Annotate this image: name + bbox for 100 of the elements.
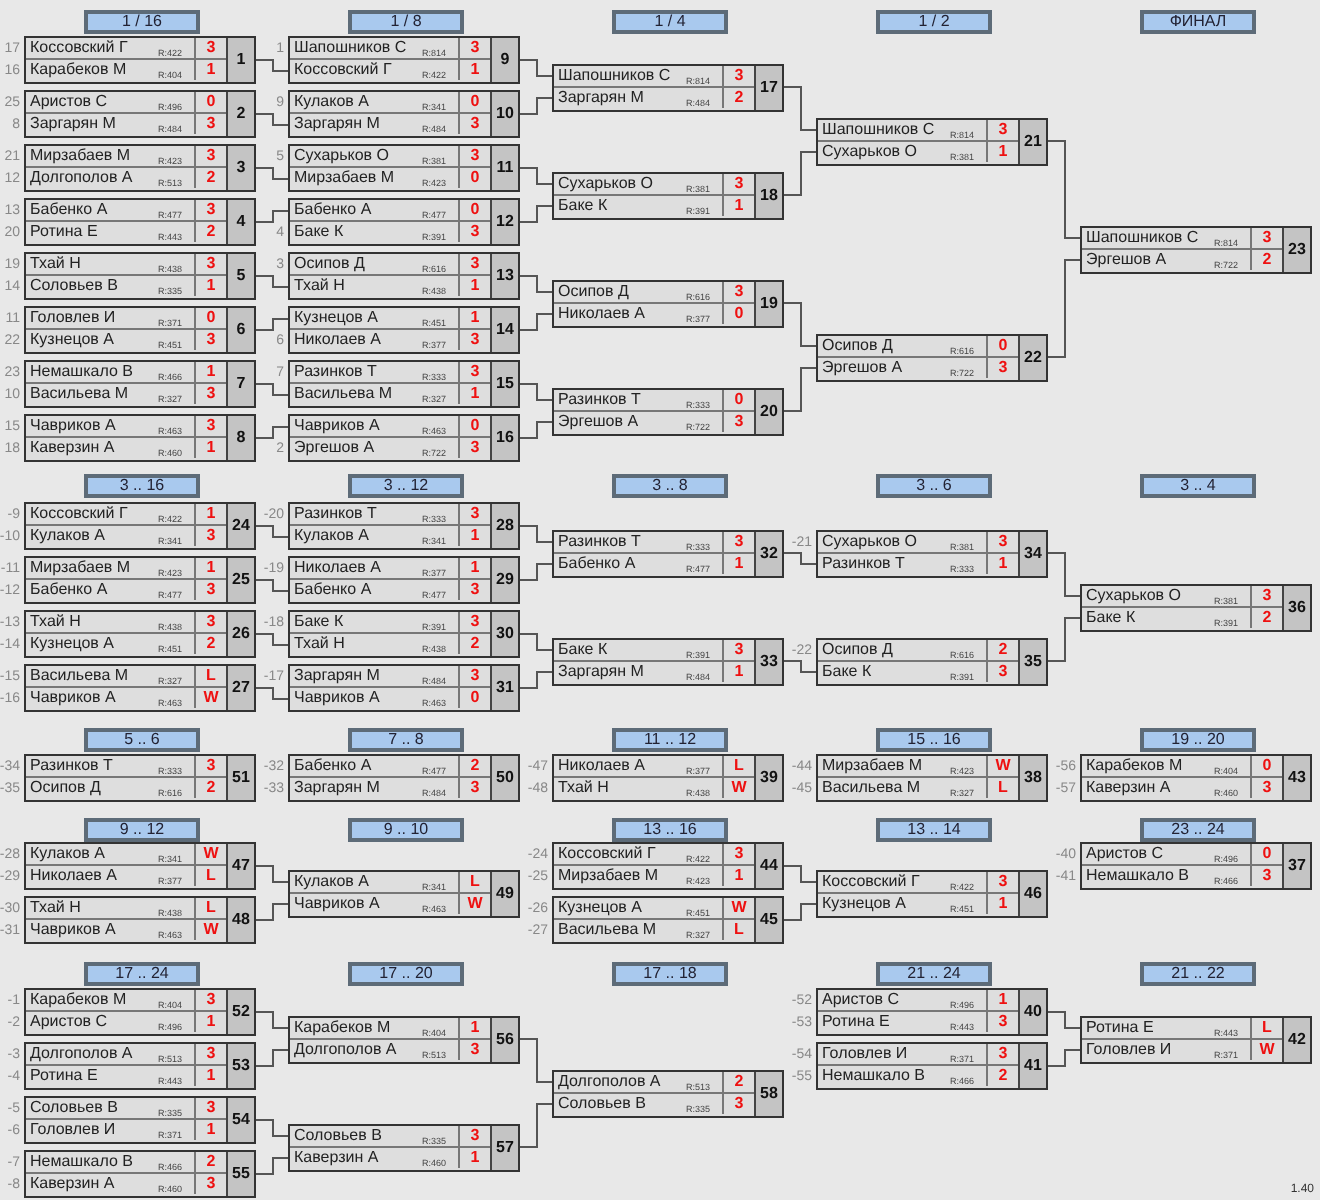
- match-box: [552, 63, 784, 111]
- player-row: [554, 65, 754, 87]
- score-text: 3: [194, 146, 226, 166]
- player-name: Долгополов А: [30, 1044, 133, 1064]
- bracket-line: [519, 1103, 554, 1148]
- match-number: 11: [490, 146, 518, 190]
- player-name: Мирзабаев М: [30, 146, 131, 166]
- player-row: [818, 119, 1018, 141]
- score-text: 3: [194, 990, 226, 1010]
- player-name: Кузнецов А: [558, 898, 642, 918]
- player-row: [554, 303, 754, 325]
- player-row: [554, 195, 754, 217]
- player-name: Баке К: [294, 222, 344, 242]
- player-name: Тхай Н: [558, 778, 609, 798]
- score-text: 3: [722, 65, 754, 85]
- player-row: [554, 173, 754, 195]
- score-text: 3: [722, 531, 754, 551]
- player-row: [554, 87, 754, 109]
- match-number: 23: [1282, 227, 1310, 271]
- score-text: 3: [458, 612, 490, 632]
- match-number: 40: [1018, 990, 1046, 1034]
- match-box: [552, 279, 784, 327]
- score-text: 0: [194, 92, 226, 112]
- score-text: 3: [458, 254, 490, 274]
- match-number: 12: [490, 200, 518, 244]
- player-row: [1082, 1017, 1282, 1039]
- player-name: Кузнецов А: [30, 330, 114, 350]
- player-name: Тхай Н: [294, 276, 345, 296]
- score-text: 3: [1250, 585, 1282, 605]
- player-name: Заргарян М: [558, 87, 644, 107]
- player-name: Васильева М: [558, 920, 657, 940]
- player-name: Васильева М: [294, 384, 393, 404]
- bracket-line: [783, 660, 818, 673]
- score-text: 3: [986, 119, 1018, 139]
- bracket-line: [783, 302, 818, 347]
- player-name: Осипов Д: [822, 335, 893, 355]
- player-row: [1082, 249, 1282, 271]
- bracket-line: [255, 426, 290, 439]
- score-text: 1: [458, 384, 490, 404]
- round-header: 17 .. 20: [348, 962, 464, 986]
- player-row: [554, 281, 754, 303]
- player-row: [290, 526, 490, 548]
- bracket-line: [519, 275, 554, 293]
- player-row: [290, 200, 490, 222]
- bracket-line: [255, 1119, 290, 1137]
- match-number: 37: [1282, 844, 1310, 888]
- bracket-line: [783, 151, 818, 196]
- score-text: 1: [458, 308, 490, 328]
- score-text: 3: [458, 1125, 490, 1145]
- round-header: 21 .. 24: [876, 962, 992, 986]
- score-text: 2: [986, 639, 1018, 659]
- player-row: [554, 411, 754, 433]
- player-name: Николаев А: [294, 558, 381, 578]
- match-box: [552, 1069, 784, 1117]
- score-text: L: [986, 778, 1018, 798]
- player-name: Бабенко А: [30, 200, 108, 220]
- player-name: Заргарян М: [30, 114, 116, 134]
- round-header: 3 .. 6: [876, 474, 992, 498]
- match-number: 46: [1018, 871, 1046, 915]
- score-text: 3: [194, 526, 226, 546]
- player-row: [290, 384, 490, 406]
- score-text: W: [722, 778, 754, 798]
- bracket-line: [519, 97, 554, 115]
- score-text: 3: [458, 438, 490, 458]
- player-name: Мирзабаев М: [294, 168, 395, 188]
- score-text: 1: [458, 276, 490, 296]
- score-text: 1: [986, 141, 1018, 161]
- score-text: 1: [986, 553, 1018, 573]
- player-name: Кулаков А: [294, 526, 369, 546]
- score-text: W: [458, 893, 490, 913]
- player-name: Сухарьков О: [294, 146, 389, 166]
- player-name: Кулаков А: [30, 844, 105, 864]
- bracket-line: [519, 59, 554, 77]
- player-name: Соловьев В: [294, 1125, 382, 1145]
- score-text: 3: [722, 844, 754, 864]
- score-text: L: [722, 920, 754, 940]
- bracket-line: [519, 563, 554, 581]
- match-number: 52: [226, 990, 254, 1034]
- match-box: [816, 117, 1048, 165]
- score-text: 3: [722, 639, 754, 659]
- player-row: [554, 389, 754, 411]
- score-text: 1: [194, 558, 226, 578]
- player-name: Головлев И: [30, 308, 116, 328]
- match-number: 50: [490, 756, 518, 800]
- bracket-line: [519, 525, 554, 543]
- score-text: 3: [458, 222, 490, 242]
- score-text: W: [194, 844, 226, 864]
- player-name: Эргешов А: [294, 438, 375, 458]
- player-name: Кузнецов А: [822, 893, 906, 913]
- bracket-line: [519, 167, 554, 185]
- player-name: Каверзин А: [30, 438, 115, 458]
- match-number: 10: [490, 92, 518, 136]
- player-name: Баке К: [558, 195, 608, 215]
- score-text: 3: [986, 357, 1018, 377]
- score-text: 1: [722, 553, 754, 573]
- match-number: 18: [754, 173, 782, 217]
- score-text: 1: [194, 438, 226, 458]
- score-text: 1: [194, 1012, 226, 1032]
- match-number: 48: [226, 898, 254, 942]
- player-name: Осипов Д: [294, 254, 365, 274]
